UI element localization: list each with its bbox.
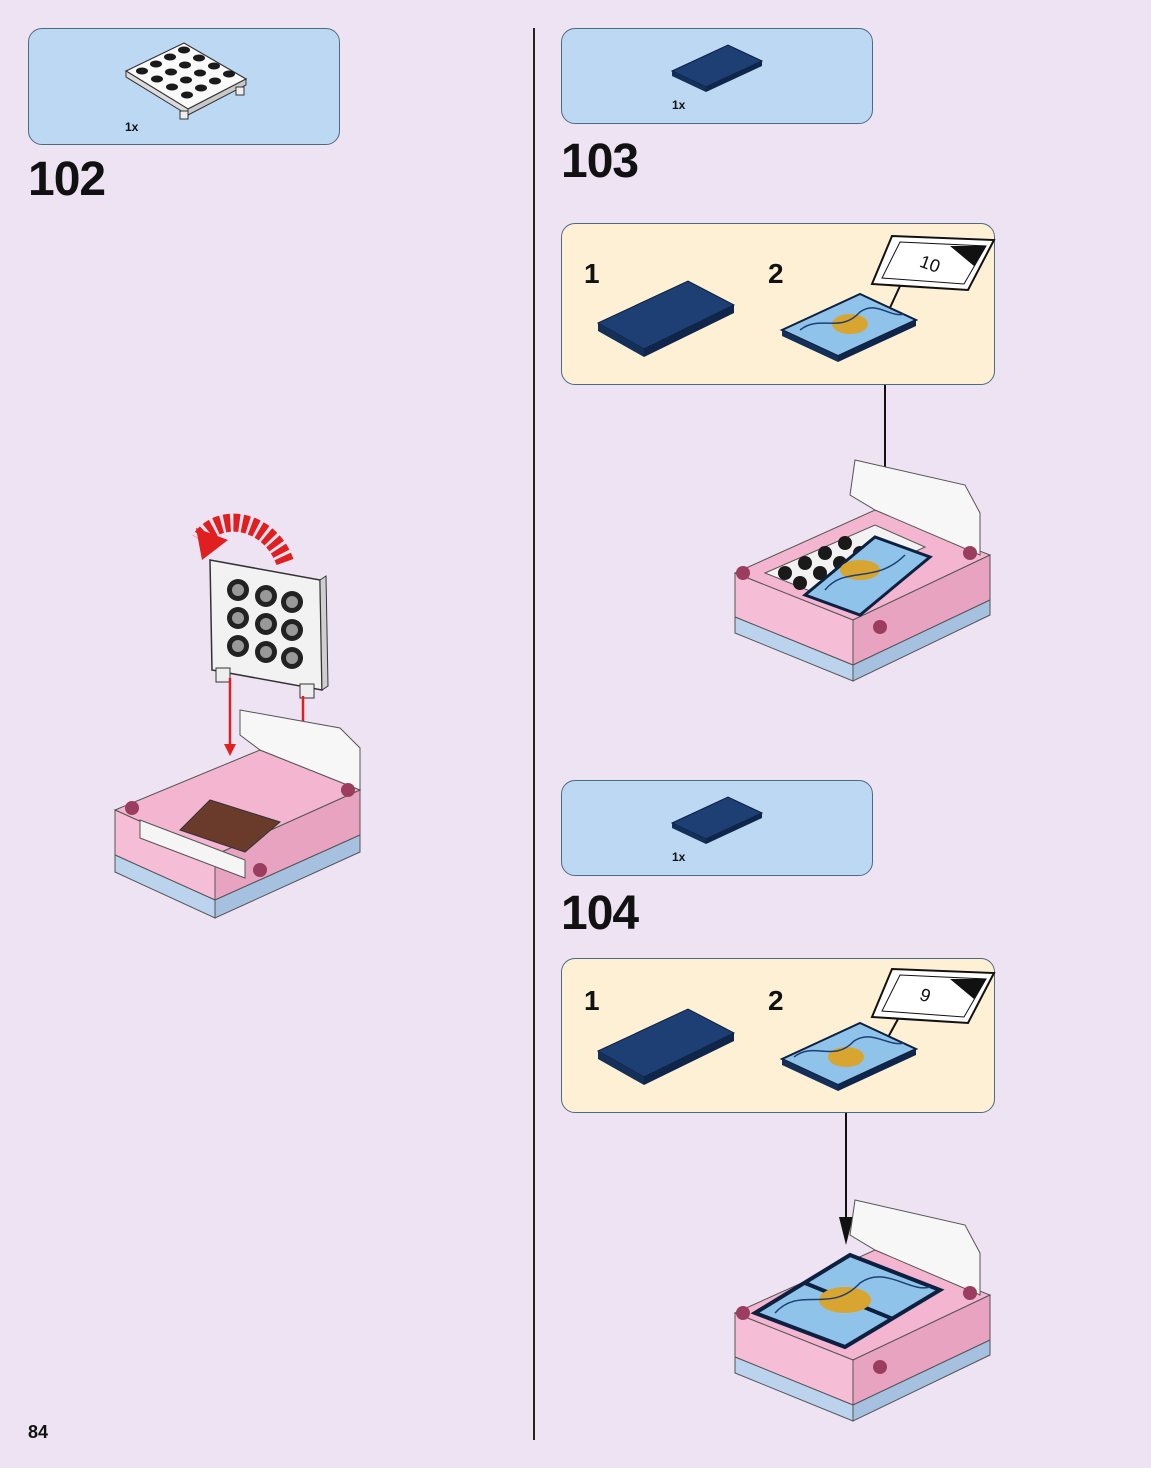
page-number: 84 <box>28 1422 49 1442</box>
sub-step-number: 1 <box>584 985 600 1016</box>
step-number-102: 102 <box>28 153 106 206</box>
sub-step-number: 2 <box>768 258 784 289</box>
dark-blue-tile-icon <box>596 1008 736 1085</box>
part-quantity: 1x <box>125 120 139 134</box>
bed-assembly-step-104 <box>733 1199 992 1422</box>
dark-blue-tile-icon <box>596 280 736 357</box>
sub-step-number: 2 <box>768 985 784 1016</box>
part-quantity: 1x <box>672 850 686 864</box>
step-number-104: 104 <box>561 887 639 940</box>
rotate-arrow-icon <box>192 513 294 566</box>
dark-blue-tile-icon <box>670 44 764 92</box>
bed-assembly-step-103 <box>733 459 992 682</box>
column-divider <box>533 28 535 1440</box>
sub-assembly-step-104: 1 2 9 <box>561 958 996 1113</box>
white-plate-with-clips-icon <box>124 42 248 120</box>
dark-blue-tile-icon <box>670 796 764 844</box>
down-arrow-icon <box>839 1113 853 1245</box>
part-quantity: 1x <box>672 98 686 112</box>
sub-assembly-step-103: 1 2 10 <box>561 223 996 385</box>
bed-assembly-step-102 <box>113 513 362 919</box>
bed-base <box>113 709 362 919</box>
parts-callout-step-104: 1x <box>561 780 873 876</box>
parts-callout-step-102: 1x <box>28 28 340 145</box>
white-plate-rotated <box>209 559 329 699</box>
decorated-tile-icon: 10 <box>779 234 996 362</box>
sub-step-number: 1 <box>584 258 600 289</box>
decorated-tile-icon: 9 <box>779 967 996 1091</box>
parts-callout-step-103: 1x <box>561 28 873 124</box>
step-number-103: 103 <box>561 135 639 188</box>
